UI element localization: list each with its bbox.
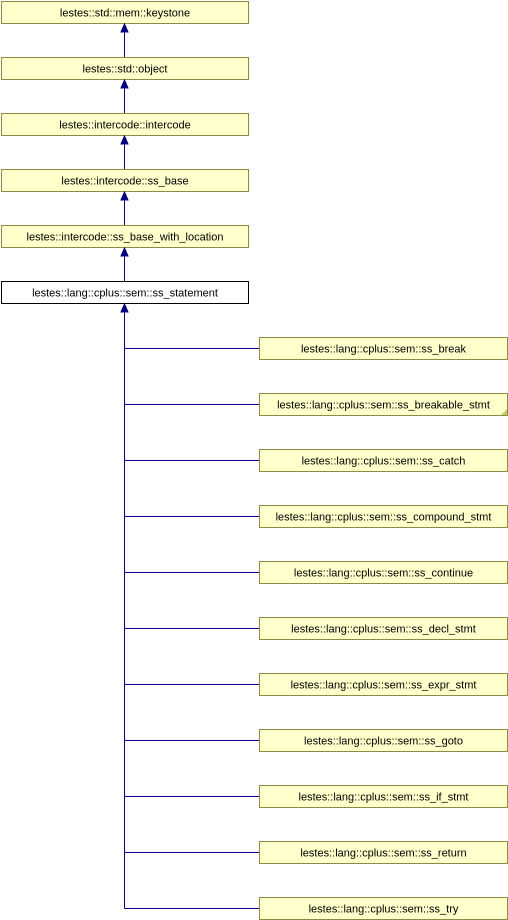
inheritance-edge-3-arrowhead: [120, 134, 129, 145]
ancestor-node-1-label[interactable]: lestes::std::mem::keystone: [60, 8, 190, 20]
ancestor-node-4[interactable]: lestes::intercode::ss_base: [1, 169, 249, 192]
child-node-10-label[interactable]: lestes::lang::cplus::sem::ss_return: [300, 848, 466, 860]
ancestor-node-3[interactable]: lestes::intercode::intercode: [1, 113, 249, 136]
current-class-node-box[interactable]: [1, 281, 249, 304]
ancestor-node-2-box[interactable]: [1, 57, 249, 80]
ancestor-node-4-box[interactable]: [1, 169, 249, 192]
ancestor-node-3-label[interactable]: lestes::intercode::intercode: [59, 120, 190, 132]
child-node-4[interactable]: lestes::lang::cplus::sem::ss_compound_st…: [259, 505, 508, 528]
ancestor-node-1-box[interactable]: [1, 1, 249, 24]
inheritance-edge-5-arrowhead: [120, 246, 129, 257]
more-children-marker: [501, 409, 507, 415]
ancestor-node-5-label[interactable]: lestes::intercode::ss_base_with_location: [27, 232, 224, 244]
ancestor-node-2-label[interactable]: lestes::std::object: [83, 64, 168, 76]
child-node-5-label[interactable]: lestes::lang::cplus::sem::ss_continue: [294, 568, 473, 580]
ancestor-node-1[interactable]: lestes::std::mem::keystone: [1, 1, 249, 24]
child-node-9-label[interactable]: lestes::lang::cplus::sem::ss_if_stmt: [299, 792, 469, 804]
ancestor-node-5-box[interactable]: [1, 225, 249, 248]
child-trunk-edge-arrowhead: [120, 302, 129, 313]
child-node-8[interactable]: lestes::lang::cplus::sem::ss_goto: [259, 729, 508, 752]
child-node-1-label[interactable]: lestes::lang::cplus::sem::ss_break: [301, 344, 467, 356]
current-class-node[interactable]: lestes::lang::cplus::sem::ss_statement: [1, 281, 249, 304]
child-node-10[interactable]: lestes::lang::cplus::sem::ss_return: [259, 841, 508, 864]
ancestor-node-5[interactable]: lestes::intercode::ss_base_with_location: [1, 225, 249, 248]
child-node-4-label[interactable]: lestes::lang::cplus::sem::ss_compound_st…: [276, 512, 492, 524]
inheritance-edge-4-arrowhead: [120, 190, 129, 201]
child-node-8-label[interactable]: lestes::lang::cplus::sem::ss_goto: [304, 736, 463, 748]
ancestor-node-4-label[interactable]: lestes::intercode::ss_base: [61, 176, 188, 188]
child-node-6[interactable]: lestes::lang::cplus::sem::ss_decl_stmt: [259, 617, 508, 640]
child-node-11[interactable]: lestes::lang::cplus::sem::ss_try: [259, 897, 508, 920]
child-node-2[interactable]: lestes::lang::cplus::sem::ss_breakable_s…: [259, 393, 508, 416]
ancestor-node-3-box[interactable]: [1, 113, 249, 136]
child-node-7[interactable]: lestes::lang::cplus::sem::ss_expr_stmt: [259, 673, 508, 696]
current-class-node-label[interactable]: lestes::lang::cplus::sem::ss_statement: [32, 288, 218, 300]
child-node-3[interactable]: lestes::lang::cplus::sem::ss_catch: [259, 449, 508, 472]
child-node-6-label[interactable]: lestes::lang::cplus::sem::ss_decl_stmt: [291, 624, 476, 636]
child-node-2-label[interactable]: lestes::lang::cplus::sem::ss_breakable_s…: [277, 400, 490, 412]
ancestor-node-2[interactable]: lestes::std::object: [1, 57, 249, 80]
child-node-1[interactable]: lestes::lang::cplus::sem::ss_break: [259, 337, 508, 360]
inheritance-edge-1-arrowhead: [120, 22, 129, 33]
child-node-5[interactable]: lestes::lang::cplus::sem::ss_continue: [259, 561, 508, 584]
child-node-9[interactable]: lestes::lang::cplus::sem::ss_if_stmt: [259, 785, 508, 808]
child-node-11-label[interactable]: lestes::lang::cplus::sem::ss_try: [309, 904, 459, 916]
child-node-3-label[interactable]: lestes::lang::cplus::sem::ss_catch: [302, 456, 466, 468]
child-node-7-label[interactable]: lestes::lang::cplus::sem::ss_expr_stmt: [291, 680, 477, 692]
inheritance-edge-2-arrowhead: [120, 78, 129, 89]
